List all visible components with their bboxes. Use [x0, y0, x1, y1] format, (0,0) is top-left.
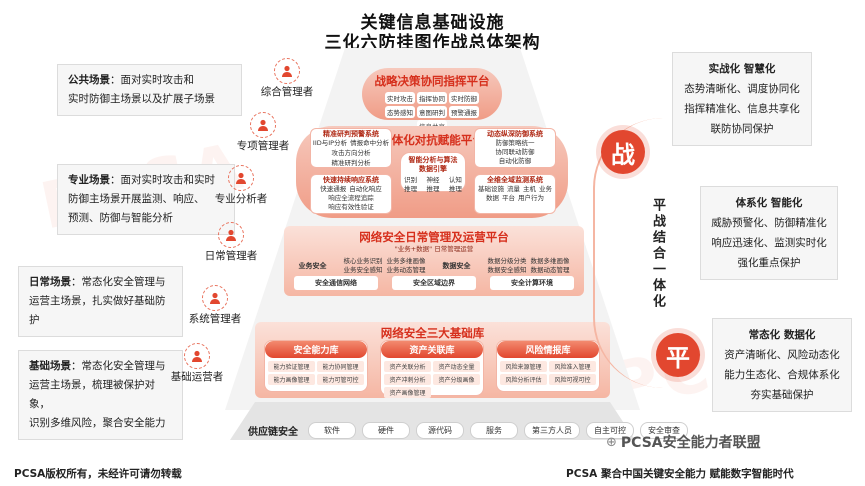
library-risk-intel: 风险情报库 风险来源管理风险准入管理 风险分析评估风险可视可控	[496, 340, 600, 392]
secure-compute-tag: 安全计算环境	[490, 276, 574, 290]
library-capability: 安全能力库 能力验证管理能力协同管理 能力画像管理能力可管可控	[264, 340, 368, 392]
scenario-daily: 日常场景：常态化安全管理与 运营主场景，扎实做好基础防护	[18, 266, 183, 337]
person-icon	[218, 222, 244, 248]
person-icon	[228, 165, 254, 191]
vertical-slogan: 平战结合一体化	[650, 198, 665, 310]
zhan-badge: 战	[601, 130, 645, 174]
person-icon	[202, 285, 228, 311]
right-box-combat: 实战化 智慧化 态势清晰化、调度协同化 指挥精准化、信息共享化 联防协同保护	[672, 52, 812, 146]
page-title-line1: 关键信息基础设施	[360, 13, 505, 33]
core-engine: 智能分析与算法 数据引擎 识别推理神经推理认知推理	[400, 152, 466, 193]
library-asset: 资产关联库 资产关联分析资产动态全量 资产冲刺分析资产分级画像 资产画像管理	[380, 340, 484, 398]
copyright-text: PCSA版权所有，未经许可请勿转载	[14, 468, 182, 480]
role-system-manager: 系统管理者	[180, 285, 250, 326]
supply-item: 硬件	[362, 422, 410, 439]
role-specialist: 专项管理者	[228, 112, 298, 153]
system-dynamic-defense: 动态纵深防御系统 防御策略统一协同联动防御自动化防御	[474, 128, 556, 168]
system-full-monitoring: 全维全域监测系统 基础设施流量 主机业务 数据平台 用户行为	[474, 174, 556, 214]
supply-item: 软件	[308, 422, 356, 439]
person-icon	[274, 58, 300, 84]
role-analyst: 专业分析者	[206, 165, 276, 206]
system-precise-warning: 精准研判预警系统 IID与IP分析情报命中分析 攻击方向分析精准研判分析	[310, 128, 392, 168]
role-comprehensive: 综合管理者	[252, 58, 322, 99]
slogan-text: PCSA 聚合中国关键安全能力 赋能数字智能时代	[566, 468, 794, 480]
scenario-public: 公共场景：面对实时攻击和 实时防御主场景以及扩展子场景	[57, 64, 242, 116]
secure-boundary-tag: 安全区域边界	[392, 276, 476, 290]
supply-chain-label: 供应链安全	[248, 427, 298, 438]
secure-network-tag: 安全通信网络	[294, 276, 378, 290]
command-platform: 战略决策协同指挥平台 实时攻击 指挥协同 实时防御 态势感知 意图研判 预警通报…	[362, 68, 502, 132]
supply-item: 第三方人员	[524, 422, 580, 439]
scenario-basic: 基础场景：常态化安全管理与 运营主场景，梳理被保护对象， 识别多维风险，聚合安全…	[18, 350, 183, 440]
right-box-normal: 常态化 数据化 资产清晰化、风险动态化 能力生态化、合规体系化 夯实基础保护	[712, 318, 852, 412]
supply-item: 服务	[470, 422, 518, 439]
person-icon	[250, 112, 276, 138]
brand: ⊕ PCSA安全能力者联盟	[606, 434, 761, 452]
supply-item: 自主可控	[586, 422, 634, 439]
role-daily-manager: 日常管理者	[196, 222, 266, 263]
supply-item: 源代码	[416, 422, 464, 439]
person-icon	[184, 343, 210, 369]
right-arc	[593, 118, 743, 388]
supply-chain-row: 供应链安全 软件 硬件 源代码 服务 第三方人员 自主可控 安全审查	[248, 422, 688, 439]
right-box-system: 体系化 智能化 威胁预警化、防御精准化 响应迅速化、监测实时化 强化重点保护	[700, 186, 838, 280]
role-basic-operator: 基础运营者	[162, 343, 232, 384]
daily-buttons: 安全通信网络 安全区域边界 安全计算环境	[294, 276, 574, 290]
ping-badge: 平	[656, 333, 700, 377]
wechat-icon: ⊕	[606, 434, 617, 450]
scenario-professional: 专业场景：面对实时攻击和实时 防御主场景开展监测、响应、 预测、防御与智能分析	[57, 164, 235, 235]
system-fast-response: 快速持续响应系统 快速通报自动化响应 响应全流程追踪响应有效性验证	[310, 174, 392, 214]
supply-item: 安全审查	[640, 422, 688, 439]
